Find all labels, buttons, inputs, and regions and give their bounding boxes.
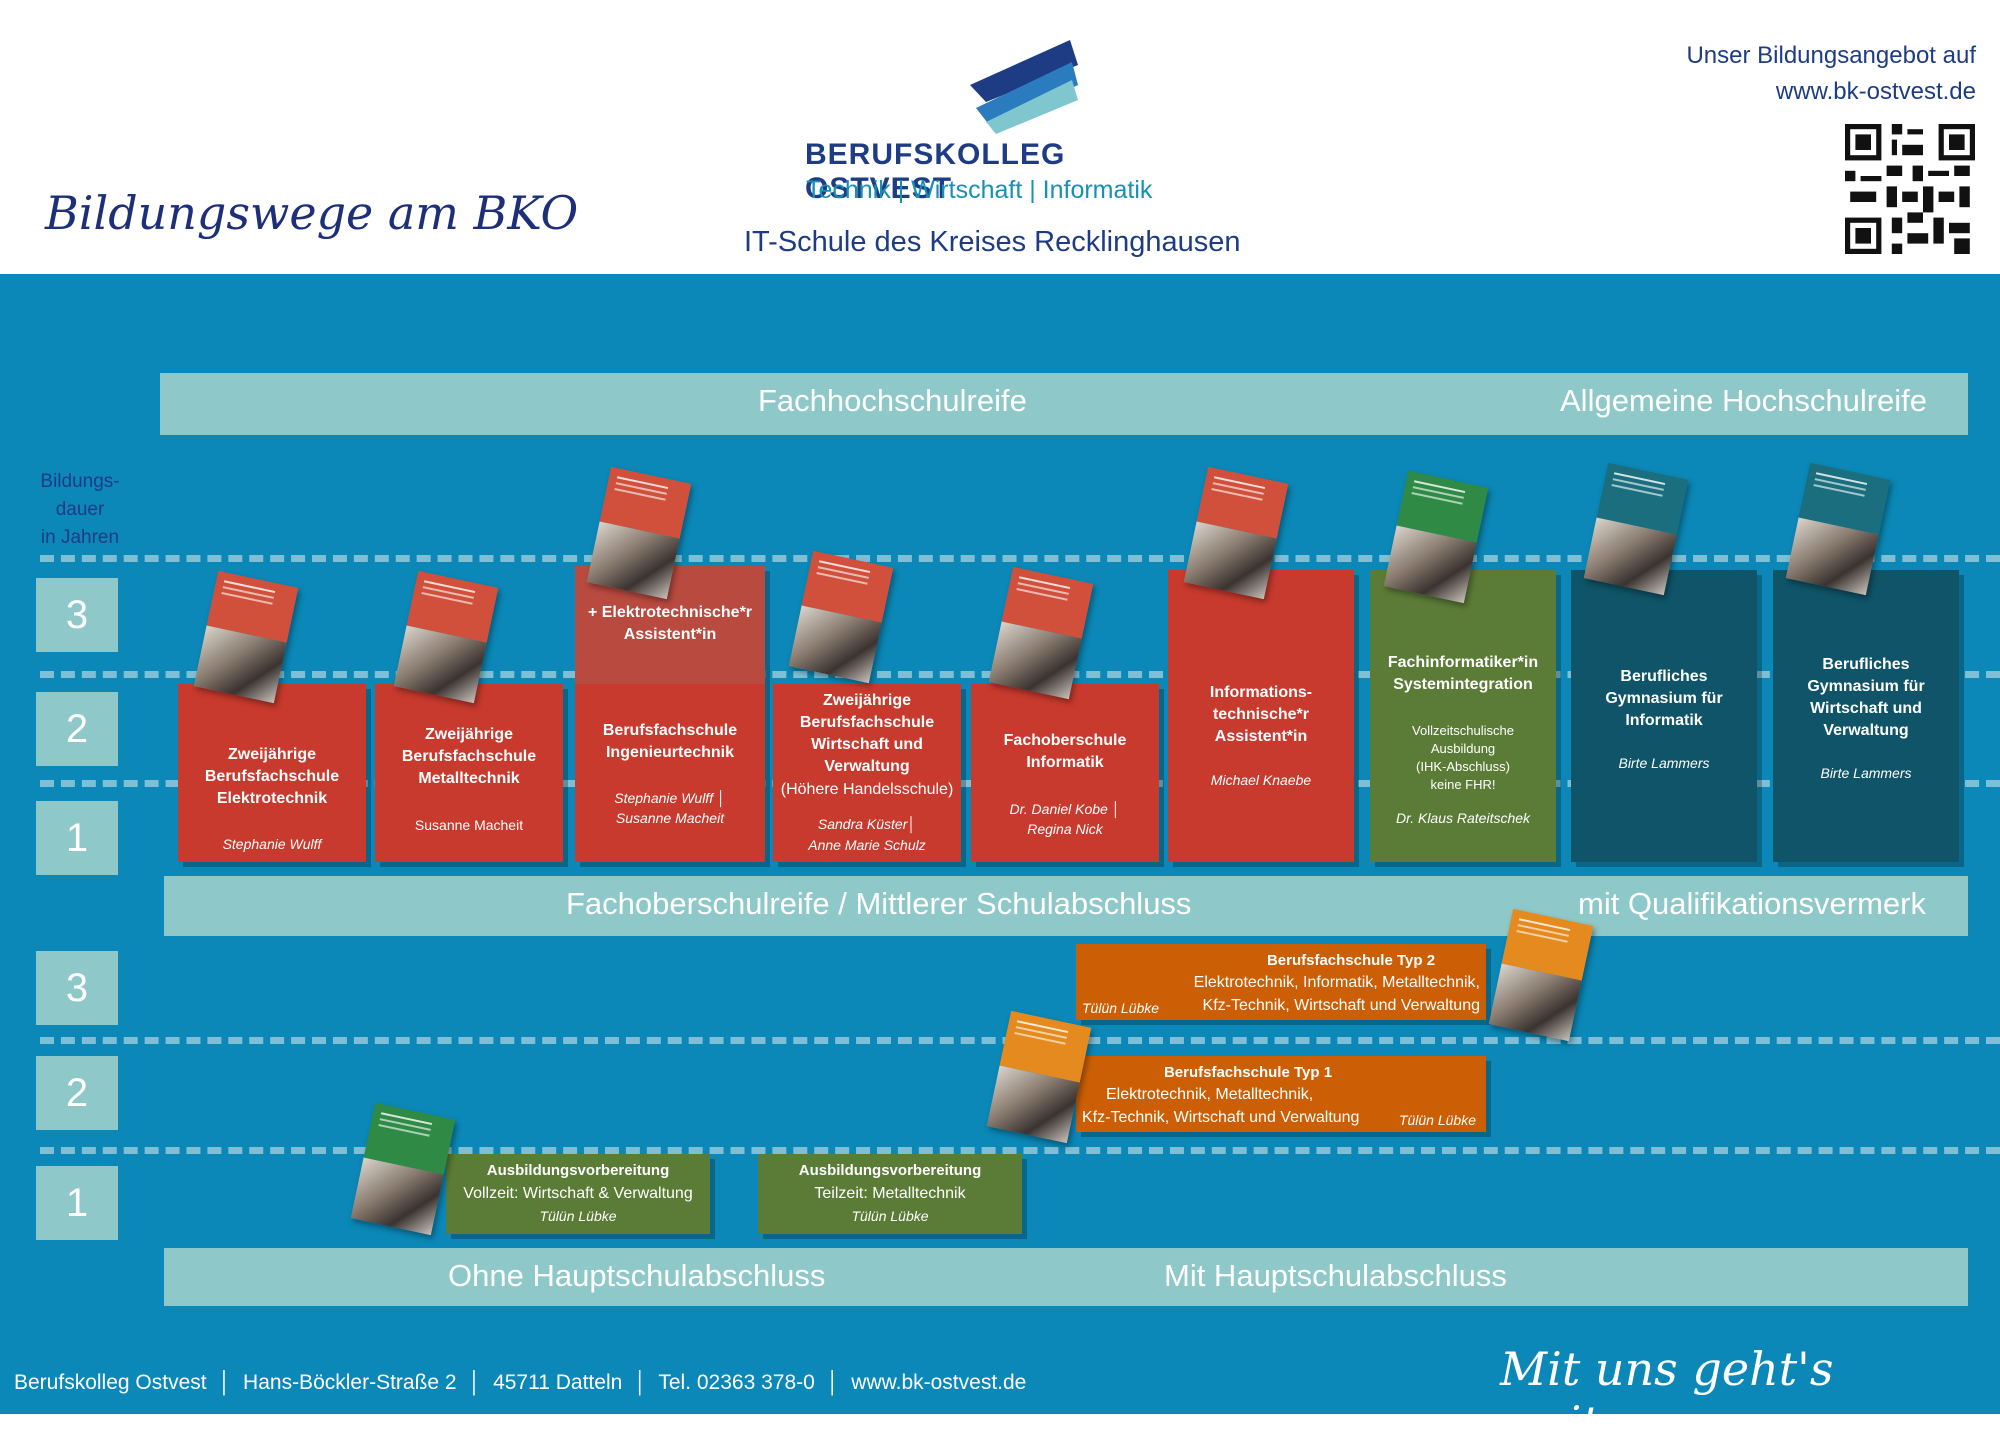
card-title: Berufsfachschule Ingenieurtechnik: [602, 722, 738, 761]
card-person: Birte Lammers: [1618, 755, 1710, 771]
card-note: Ausbildung: [1430, 741, 1496, 756]
band-label-ohne-hauptschulabschluss: Ohne Hauptschulabschluss: [448, 1258, 826, 1293]
page-title: Bildungswege am BKO: [45, 186, 579, 240]
card-title: Berufsfachschule Typ 1: [1163, 1064, 1333, 1081]
school-subtitle: IT-Schule des Kreises Recklinghausen: [744, 226, 1241, 258]
divider-line: [40, 555, 2000, 562]
year-box-1: 1: [36, 1166, 118, 1240]
band-label-fachoberschulreife: Fachoberschulreife / Mittlerer Schulabsc…: [566, 886, 1192, 921]
card-person: Dr. Daniel Kobe │: [1009, 801, 1121, 817]
card-title: Fachoberschule Informatik: [1003, 732, 1127, 771]
card-person: Tülün Lübke: [1398, 1112, 1476, 1128]
card-person: Sandra Küster│: [817, 816, 917, 832]
dauer-line-1: Bildungs-: [40, 471, 120, 492]
card-extra-title: + Elektrotechnische*r Assistent*in: [587, 604, 753, 643]
card-note: (IHK-Abschluss): [1416, 759, 1510, 774]
card-person: Birte Lammers: [1820, 765, 1912, 781]
card-person: Susanne Macheit: [615, 810, 725, 826]
card-line: Vollzeit: Wirtschaft & Verwaltung: [463, 1185, 693, 1202]
card-av-vollzeit[interactable]: Ausbildungsvorbereitung Vollzeit: Wirtsc…: [446, 1154, 710, 1234]
band-hauptschulabschluss: Ohne Hauptschulabschluss Mit Hauptschula…: [164, 1248, 1968, 1306]
card-fos-informatik[interactable]: Fachoberschule Informatik Dr. Daniel Kob…: [971, 684, 1159, 862]
year-box-1: 1: [36, 801, 118, 875]
card-line: Teilzeit: Metalltechnik: [814, 1185, 966, 1202]
card-title: Zweijährige Berufsfachschule Wirtschaft …: [799, 692, 935, 775]
card-title: Informations-technische*r Assistent*in: [1209, 684, 1313, 745]
logo-subtitle: Technik | Wirtschaft | Informatik: [806, 176, 1153, 204]
card-bfs-ingenieurtechnik[interactable]: + Elektrotechnische*r Assistent*in Beruf…: [575, 566, 765, 862]
card-title: Berufsfachschule Typ 2: [1266, 952, 1436, 969]
card-person: Tülün Lübke: [539, 1208, 617, 1224]
year-box-2: 2: [36, 692, 118, 766]
divider-line: [40, 1147, 2000, 1154]
card-title: Zweijährige Berufsfachschule Metalltechn…: [401, 726, 537, 787]
band-label-qualifikationsvermerk: mit Qualifikationsvermerk: [1578, 886, 1926, 921]
card-bfs-typ2[interactable]: Berufsfachschule Typ 2 Elektrotechnik, I…: [1076, 944, 1486, 1020]
card-bfs-elektrotechnik[interactable]: Zweijährige Berufsfachschule Elektrotech…: [178, 684, 366, 862]
card-title: Zweijährige Berufsfachschule Elektrotech…: [204, 746, 340, 807]
card-person: Stephanie Wulff: [222, 836, 322, 852]
card-title: Berufliches Gymnasium für Wirtschaft und…: [1807, 656, 1925, 739]
card-title: Berufliches Gymnasium für Informatik: [1605, 668, 1723, 729]
card-note: Vollzeitschulische: [1412, 723, 1514, 738]
card-line: Kfz-Technik, Wirtschaft und Verwaltung: [1082, 1109, 1360, 1126]
card-person: Dr. Klaus Rateitschek: [1395, 810, 1531, 826]
band-label-mit-hauptschulabschluss: Mit Hauptschulabschluss: [1164, 1258, 1507, 1293]
card-bfs-metalltechnik[interactable]: Zweijährige Berufsfachschule Metalltechn…: [375, 684, 563, 862]
card-person: Regina Nick: [1027, 821, 1103, 837]
band-label-allgemeine-hochschulreife: Allgemeine Hochschulreife: [1560, 383, 1928, 418]
band-label-fachhochschulreife: Fachhochschulreife: [758, 383, 1027, 418]
card-inner: Berufsfachschule Ingenieurtechnik Stepha…: [575, 684, 765, 862]
footer-contact: Berufskolleg Ostvest │ Hans-Böckler-Stra…: [14, 1371, 1027, 1394]
card-person: Stephanie Wulff │: [614, 790, 726, 806]
card-person: Susanne Macheit: [414, 817, 524, 833]
logo-name: BERUFSKOLLEG OSTVEST: [805, 138, 1066, 205]
qr-code-icon[interactable]: [1845, 124, 1975, 254]
offer-link[interactable]: www.bk-ostvest.de: [1775, 78, 1976, 105]
card-person: Tülün Lübke: [1082, 1000, 1160, 1016]
slogan: Mit uns geht's weiter...: [1500, 1342, 1834, 1450]
band-hochschulreife: Fachhochschulreife Allgemeine Hochschulr…: [160, 373, 1968, 435]
card-bfs-typ1[interactable]: Berufsfachschule Typ 1 Elektrotechnik, M…: [1076, 1056, 1486, 1132]
header: [0, 0, 2000, 274]
card-note: (Höhere Handelsschule): [780, 781, 954, 798]
card-fachinformatiker[interactable]: Fachinformatiker*in Systemintegration Vo…: [1370, 570, 1556, 862]
year-box-3: 3: [36, 578, 118, 652]
card-av-teilzeit[interactable]: Ausbildungsvorbereitung Teilzeit: Metall…: [758, 1154, 1022, 1234]
card-line: Elektrotechnik, Informatik, Metalltechni…: [1193, 974, 1480, 991]
band-fachoberschulreife: Fachoberschulreife / Mittlerer Schulabsc…: [164, 876, 1968, 936]
bildungsdauer-label: Bildungs- dauer in Jahren: [30, 468, 130, 552]
card-gym-informatik[interactable]: Berufliches Gymnasium für Informatik Bir…: [1571, 570, 1757, 862]
card-title: Fachinformatiker*in Systemintegration: [1387, 654, 1539, 693]
offer-line-1: Unser Bildungsangebot auf: [1686, 42, 1976, 69]
card-ita[interactable]: Informations-technische*r Assistent*in M…: [1168, 570, 1354, 862]
card-person: Anne Marie Schulz: [808, 837, 926, 853]
card-line: Kfz-Technik, Wirtschaft und Verwaltung: [1202, 997, 1480, 1014]
year-box-3: 3: [36, 951, 118, 1025]
card-person: Michael Knaebe: [1210, 772, 1312, 788]
year-box-2: 2: [36, 1056, 118, 1130]
card-line: Elektrotechnik, Metalltechnik,: [1106, 1086, 1314, 1103]
card-gym-wirtschaft[interactable]: Berufliches Gymnasium für Wirtschaft und…: [1773, 570, 1959, 862]
card-title: Ausbildungsvorbereitung: [798, 1162, 982, 1179]
card-title: Ausbildungsvorbereitung: [486, 1162, 670, 1179]
card-person: Tülün Lübke: [851, 1208, 929, 1224]
dauer-line-2: dauer: [55, 499, 105, 520]
card-bfs-wirtschaft[interactable]: Zweijährige Berufsfachschule Wirtschaft …: [773, 684, 961, 862]
dauer-line-3: in Jahren: [40, 527, 120, 548]
offer-text: Unser Bildungsangebot auf www.bk-ostvest…: [1600, 38, 1976, 110]
card-note: keine FHR!: [1430, 777, 1496, 792]
logo-chevrons-icon: [970, 40, 1078, 134]
